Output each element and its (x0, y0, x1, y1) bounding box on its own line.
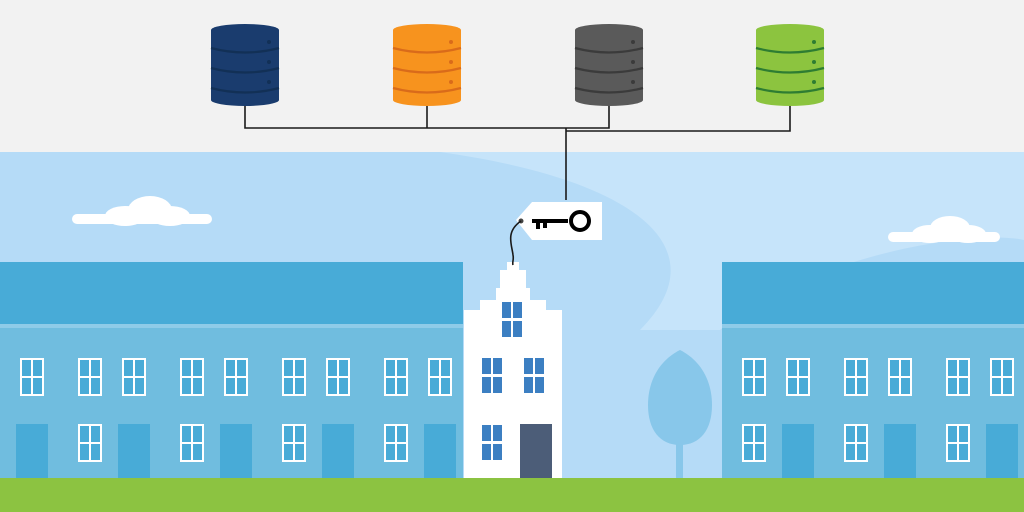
building-door (322, 424, 354, 482)
building-door (424, 424, 456, 482)
building-window (428, 358, 452, 396)
database-orange-icon (393, 24, 461, 106)
building-door (782, 424, 814, 482)
building-window (282, 358, 306, 396)
building-door (986, 424, 1018, 482)
database-gray-icon (575, 24, 643, 106)
building-window (122, 358, 146, 396)
building-window (180, 358, 204, 396)
building-door (118, 424, 150, 482)
top-background (0, 0, 1024, 152)
building-window (844, 424, 868, 462)
building-door (884, 424, 916, 482)
building-window (786, 358, 810, 396)
building-window (78, 358, 102, 396)
building-window (20, 358, 44, 396)
database-navy-icon (211, 24, 279, 106)
grass (0, 478, 1024, 512)
database-green-icon (756, 24, 824, 106)
building-window (224, 358, 248, 396)
building-door (220, 424, 252, 482)
building-door (16, 424, 48, 482)
right-building (722, 262, 1024, 482)
building-window (78, 424, 102, 462)
building-window (946, 358, 970, 396)
building-window (946, 424, 970, 462)
building-window (990, 358, 1014, 396)
building-window (282, 424, 306, 462)
building-window (844, 358, 868, 396)
building-window (742, 358, 766, 396)
left-building (0, 262, 463, 482)
building-window (888, 358, 912, 396)
building-window (180, 424, 204, 462)
building-window (326, 358, 350, 396)
building-window (742, 424, 766, 462)
building-window (384, 424, 408, 462)
building-window (384, 358, 408, 396)
house-door (520, 424, 552, 482)
